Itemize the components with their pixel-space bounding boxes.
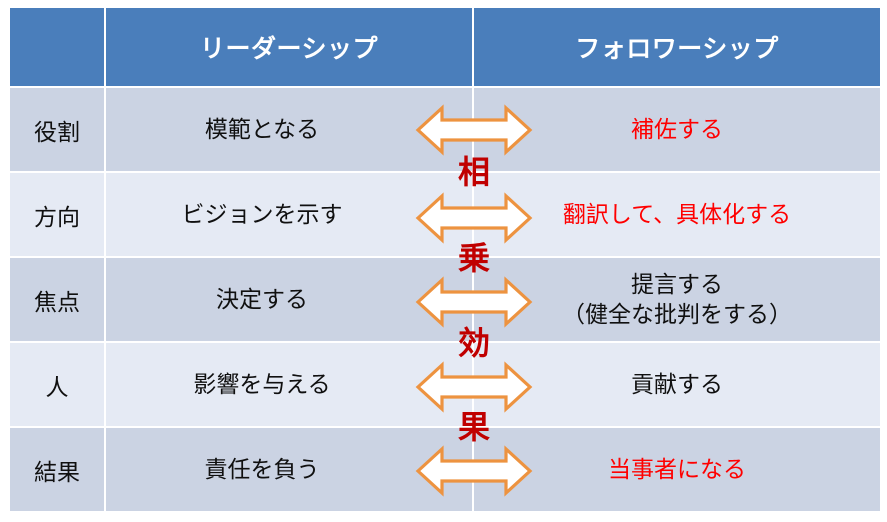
cell-followership-houkou: 翻訳して、具体化する xyxy=(474,173,880,258)
header-column-leadership: リーダーシップ xyxy=(106,8,474,88)
cell-followership-hito: 貢献する xyxy=(474,343,880,428)
table-row: 焦点 決定する 提言する （健全な批判をする） xyxy=(10,258,880,343)
table-row: 結果 責任を負う 当事者になる xyxy=(10,428,880,511)
cell-leadership-houkou: ビジョンを示す xyxy=(106,173,474,258)
table-body: 役割 模範となる 補佐する 方向 ビジョンを示す 翻訳して、具体化する 焦点 xyxy=(10,88,880,511)
table-row: 人 影響を与える 貢献する xyxy=(10,343,880,428)
cell-text: 貢献する xyxy=(631,370,723,397)
cell-text-line2: （健全な批判をする） xyxy=(562,300,792,327)
cell-text: 決定する xyxy=(216,285,308,312)
table-header: リーダーシップ フォロワーシップ xyxy=(10,8,880,88)
table-header-row: リーダーシップ フォロワーシップ xyxy=(10,8,880,88)
cell-text: 責任を負う xyxy=(204,455,320,482)
header-column-followership: フォロワーシップ xyxy=(474,8,880,88)
cell-text: 補佐する xyxy=(631,115,723,142)
cell-followership-shouten: 提言する （健全な批判をする） xyxy=(474,258,880,343)
row-label-shouten: 焦点 xyxy=(10,258,106,343)
row-label-hito: 人 xyxy=(10,343,106,428)
cell-text: ビジョンを示す xyxy=(181,200,343,227)
row-label-kekka: 結果 xyxy=(10,428,106,511)
row-label-houkou: 方向 xyxy=(10,173,106,258)
cell-leadership-hito: 影響を与える xyxy=(106,343,474,428)
table-row: 役割 模範となる 補佐する xyxy=(10,88,880,173)
cell-text: 影響を与える xyxy=(193,370,331,397)
leadership-followership-table: リーダーシップ フォロワーシップ 役割 模範となる 補佐する 方向 ビジョンを示… xyxy=(10,8,880,511)
cell-followership-yakuwari: 補佐する xyxy=(474,88,880,173)
cell-leadership-kekka: 責任を負う xyxy=(106,428,474,511)
table-row: 方向 ビジョンを示す 翻訳して、具体化する xyxy=(10,173,880,258)
cell-followership-kekka: 当事者になる xyxy=(474,428,880,511)
cell-text: 当事者になる xyxy=(608,455,746,482)
header-corner-cell xyxy=(10,8,106,88)
cell-text: 提言する （健全な批判をする） xyxy=(474,270,880,329)
cell-text: 翻訳して、具体化する xyxy=(562,200,792,227)
cell-text-line1: 提言する xyxy=(631,271,723,298)
row-label-yakuwari: 役割 xyxy=(10,88,106,173)
cell-text: 模範となる xyxy=(204,115,320,142)
cell-leadership-yakuwari: 模範となる xyxy=(106,88,474,173)
cell-leadership-shouten: 決定する xyxy=(106,258,474,343)
